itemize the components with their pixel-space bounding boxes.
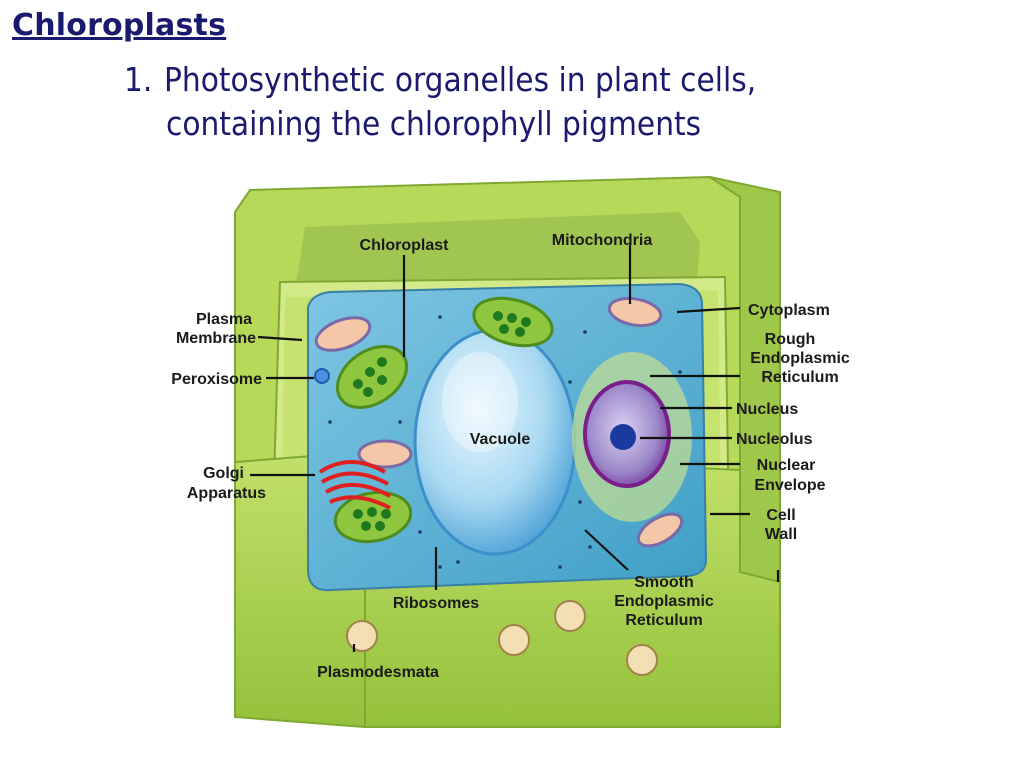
label-mitochondria: Mitochondria bbox=[552, 232, 653, 249]
label-nuclear-envelope-1: Nuclear bbox=[757, 457, 816, 474]
bullet-number: 1. bbox=[124, 60, 153, 99]
bullet-point: 1. Photosynthetic organelles in plant cel… bbox=[124, 58, 1004, 146]
label-plasmodesmata: Plasmodesmata bbox=[317, 664, 439, 681]
label-nucleolus: Nucleolus bbox=[736, 431, 813, 448]
label-nuclear-envelope-2: Envelope bbox=[754, 477, 825, 494]
chloroplast bbox=[333, 296, 554, 544]
nucleus bbox=[572, 352, 692, 522]
label-peroxisome: Peroxisome bbox=[171, 371, 262, 388]
plasmodesmata bbox=[346, 600, 658, 676]
label-rough-er-2: Endoplasmic bbox=[750, 350, 850, 367]
mitochondria bbox=[314, 296, 684, 548]
bullet-line-1: Photosynthetic organelles in plant cells… bbox=[164, 60, 757, 99]
label-smooth-er-3: Reticulum bbox=[625, 612, 702, 629]
ribosomes bbox=[328, 315, 682, 569]
label-cell-wall-2: Wall bbox=[765, 526, 797, 543]
golgi-apparatus bbox=[318, 460, 391, 510]
label-golgi-2: Apparatus bbox=[187, 485, 266, 502]
leader-lines bbox=[250, 245, 780, 652]
label-ribosomes: Ribosomes bbox=[393, 595, 479, 612]
label-plasma-membrane-1: Plasma bbox=[196, 311, 252, 328]
label-smooth-er-1: Smooth bbox=[634, 574, 694, 591]
label-rough-er-3: Reticulum bbox=[761, 369, 838, 386]
peroxisome bbox=[314, 368, 330, 384]
label-cell-wall-1: Cell bbox=[766, 507, 795, 524]
label-rough-er-1: Rough bbox=[765, 331, 816, 348]
label-golgi-1: Golgi bbox=[203, 465, 244, 482]
label-cytoplasm: Cytoplasm bbox=[748, 302, 830, 319]
bullet-line-2: containing the chlorophyll pigments bbox=[166, 104, 702, 143]
label-plasma-membrane-2: Membrane bbox=[176, 330, 256, 347]
plant-cell-diagram: Chloroplast Mitochondria Cytoplasm Plasm… bbox=[171, 175, 850, 729]
slide-title: Chloroplasts bbox=[12, 8, 227, 43]
label-smooth-er-2: Endoplasmic bbox=[614, 593, 714, 610]
label-vacuole: Vacuole bbox=[470, 431, 531, 448]
label-chloroplast: Chloroplast bbox=[360, 237, 450, 254]
label-nucleus: Nucleus bbox=[736, 401, 798, 418]
